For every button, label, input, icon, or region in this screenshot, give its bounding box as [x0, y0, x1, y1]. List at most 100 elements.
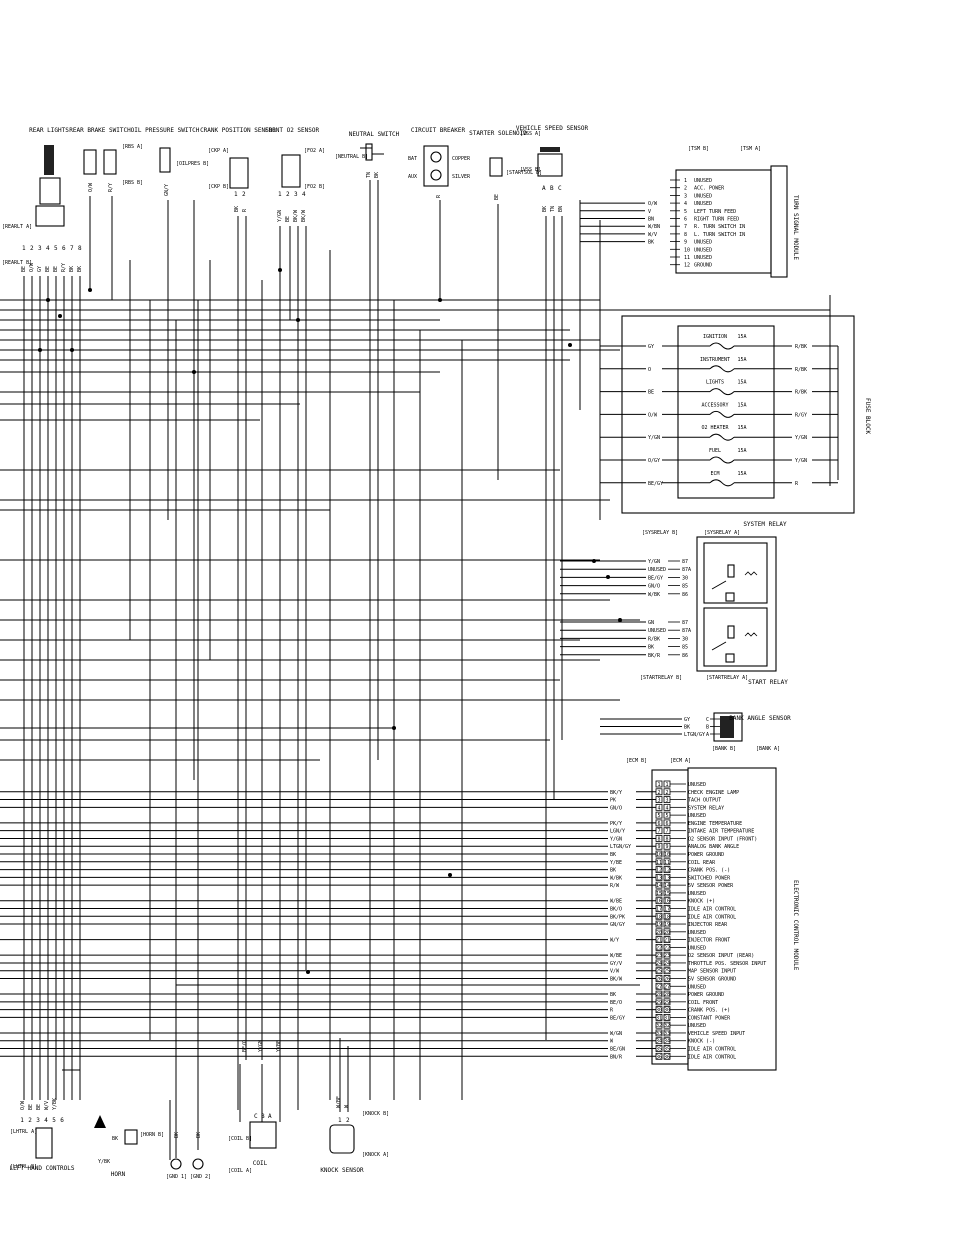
fuse-input-wire: O/GY: [648, 458, 660, 464]
conn-bank-a: [BANK A]: [756, 746, 780, 752]
ecm-wire-label: BK/Y: [610, 790, 622, 796]
vss-wire: TN: [550, 206, 556, 212]
ground-wire: BK: [174, 1132, 180, 1138]
crank-label: CRANK POSITION SENSOR: [200, 127, 276, 134]
junction-dot: [296, 318, 300, 322]
conn-horn-b: [HORN B]: [140, 1132, 164, 1138]
lh-plug: [35, 1127, 53, 1159]
fuse-name: IGNITION: [703, 334, 727, 340]
fuse-icon: [709, 388, 735, 396]
coil-label: COIL: [253, 1160, 268, 1167]
ecm-pin-number: 34: [664, 1039, 670, 1045]
lh-pin: 3: [36, 1117, 40, 1124]
fuse-output-wire: Y/GN: [795, 435, 807, 441]
ecm-wire-label: LTGN/GY: [610, 844, 631, 850]
fuse-name: ACCESSORY: [701, 402, 728, 408]
relay-pin: 86: [682, 592, 688, 598]
ecm-pin-label: UNUSED: [688, 782, 706, 788]
tsm-pin-label: ACC. POWER: [694, 186, 725, 192]
lh-pin: 2: [28, 1117, 32, 1124]
tsm-pin-label: GROUND: [694, 263, 712, 269]
ecm-pin-number: 15: [656, 891, 662, 897]
ecm-wire-label: PK/Y: [610, 821, 622, 827]
ecm-wire-label: BK/W: [610, 977, 623, 983]
knock-pin: 2: [346, 1117, 350, 1124]
ecm-pin-number: 13: [664, 875, 670, 881]
o2-label: FRONT O2 SENSOR: [265, 127, 320, 134]
ecm-pin-label: UNUSED: [688, 891, 706, 897]
ecm-pin-number: 33: [664, 1031, 670, 1037]
ecm-pin-label: INJECTOR REAR: [688, 922, 728, 928]
lh-pin: 5: [52, 1117, 56, 1124]
ecm-wire-label: W/GN: [610, 1031, 622, 1037]
left-hand-label: LEFT HAND CONTROLS: [9, 1165, 74, 1172]
conn-sysrelay-b: [SYSRELAY B]: [642, 530, 678, 536]
ecm-pin-number: 14: [656, 883, 662, 889]
ecm-pin-number: 22: [664, 945, 670, 951]
neutral-wire: TN: [366, 172, 372, 178]
starter-label: STARTER SOLENOID: [469, 130, 527, 137]
relay-wire-label: Y/GN: [648, 559, 660, 565]
relay-pin: 85: [682, 584, 688, 590]
rl-wire: GY: [37, 266, 43, 272]
fuse-output-wire: R: [795, 481, 799, 487]
rl-wire: BK: [77, 266, 83, 272]
ecm-pin-number: 19: [656, 922, 662, 928]
tsm-wire-label: W/V: [648, 232, 657, 238]
front-o2-sensor: FRONT O2 SENSOR [FO2 A] [FO2 B] 1 2 3 4 …: [265, 127, 325, 222]
fuse-icon: [709, 456, 735, 464]
fuse-rating: 15A: [737, 357, 746, 363]
junction-dot: [58, 314, 62, 318]
ecm-pin-label: IDLE AIR CONTROL: [688, 906, 736, 912]
system-relay-label: SYSTEM RELAY: [743, 521, 787, 528]
ecm-pin-label: O2 SENSOR INPUT (REAR): [688, 953, 754, 959]
relay-coil-icon: [727, 564, 735, 578]
relay-wire-label: W/BK: [648, 592, 660, 598]
junction-dot: [438, 298, 442, 302]
ground-wire: BK: [196, 1132, 202, 1138]
junction-dot: [278, 268, 282, 272]
tsm-pin-label: UNUSED: [694, 247, 712, 253]
ecm-pin-label: VEHICLE SPEED INPUT: [688, 1031, 745, 1037]
coil-pin: A: [268, 1113, 272, 1120]
tsm-pin-number: 2: [684, 186, 687, 192]
neutral-wire: BK: [374, 172, 380, 178]
breaker-bat: BAT: [408, 156, 417, 162]
ecm-wire-label: BK/O: [610, 906, 622, 912]
ecm-pin-label: ENGINE TEMPERATURE: [688, 821, 742, 827]
ecm-pin-number: 31: [656, 1015, 662, 1021]
fuse-input-wire: O: [648, 367, 651, 373]
conn-rearlt-a: [REARLT A]: [2, 224, 32, 230]
system-relay-body: [703, 542, 768, 604]
ecm-pin-number: 36: [664, 1054, 670, 1060]
ecm-wire-label: LGN/Y: [610, 829, 625, 835]
conn-vss-b: [VSS B]: [520, 167, 541, 173]
rear-brake-switch-label: REAR BRAKE SWITCH: [69, 127, 131, 134]
horn: BK Y/BK [HORN B] HORN: [94, 1115, 164, 1178]
ecm-pin-number: 26: [656, 977, 662, 983]
ecm: [ECM B] [ECM A] ELECTRONIC CONTROL MODUL…: [0, 758, 799, 1071]
ecm-pin-label: POWER GROUND: [688, 852, 724, 858]
tsm-label: TURN SIGNAL MODULE: [792, 195, 799, 260]
breaker-copper: COPPER: [452, 156, 471, 162]
ecm-pin-label: COIL REAR: [688, 860, 716, 866]
fuse-rating: 15A: [737, 471, 746, 477]
rear-light-wires: BE O/W GY BE BE R/Y BK BK: [21, 262, 83, 272]
ecm-pin-number: 18: [656, 914, 662, 920]
ecm-pin-number: 17: [656, 906, 662, 912]
relay-pin: 86: [682, 653, 688, 659]
ecm-pin-label: IDLE AIR CONTROL: [688, 1054, 736, 1060]
tsm-pin-label: UNUSED: [694, 193, 712, 199]
rear-lights-plug-body: [35, 205, 65, 227]
tsm-housing: [770, 165, 788, 278]
coil-wire: BE/O: [242, 1040, 248, 1052]
ecm-pin-label: 5V SENSOR GROUND: [688, 977, 736, 983]
ecm-pin-label: CHECK ENGINE LAMP: [688, 790, 739, 796]
rear-brake-switch: REAR BRAKE SWITCH O/W R/Y [RBS A] [RBS B…: [69, 127, 143, 192]
fuse-icon: [709, 365, 735, 373]
ecm-pin-number: 16: [656, 899, 662, 905]
breaker-label: CIRCUIT BREAKER: [411, 127, 466, 134]
